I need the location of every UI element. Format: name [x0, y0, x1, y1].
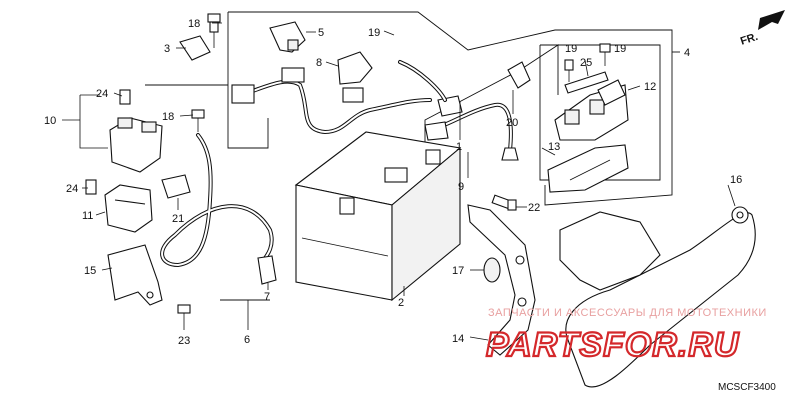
callout-13: 13	[548, 141, 560, 153]
screw-23[interactable]	[177, 304, 191, 330]
callout-24-top: 24	[96, 88, 108, 100]
callout-3: 3	[164, 43, 170, 55]
callout-22: 22	[528, 202, 540, 214]
fuse-24-top[interactable]	[119, 89, 131, 105]
main-harness[interactable]	[231, 60, 447, 135]
screw-19-left[interactable]	[564, 59, 574, 82]
callout-19-left: 19	[565, 43, 577, 55]
callout-7: 7	[264, 291, 270, 303]
screw-19-right[interactable]	[599, 43, 611, 66]
group-frame-4	[227, 11, 680, 206]
callout-10: 10	[44, 115, 56, 127]
relay-cover[interactable]	[104, 184, 153, 233]
terminal-cover-5[interactable]	[269, 21, 306, 53]
grommet[interactable]	[470, 257, 501, 283]
clamp-3[interactable]	[179, 35, 211, 61]
diagram-code: MCSCF3400	[718, 382, 776, 393]
callout-9: 9	[458, 181, 464, 193]
fuse-box[interactable]	[554, 79, 629, 141]
front-direction-label: FR.	[739, 31, 760, 48]
group-frame-6	[145, 84, 270, 301]
callout-11: 11	[82, 210, 93, 222]
callout-labels: 18 3 5 8 19 24 10 18 24 11 21 15 23 6 7 …	[44, 18, 742, 347]
leader-lines	[62, 22, 641, 341]
fuse-cover[interactable]	[547, 144, 629, 193]
callout-23: 23	[178, 335, 190, 347]
bolt-18-mid[interactable]	[191, 109, 205, 132]
fuse-link[interactable]	[564, 59, 609, 94]
callout-6: 6	[244, 334, 250, 346]
callout-19-right: 19	[614, 43, 626, 55]
battery-bracket[interactable]	[467, 204, 536, 356]
watermark-tagline: ЗАПЧАСТИ И АКСЕССУАРЫ ДЛЯ МОТОТЕХНИКИ	[488, 307, 767, 319]
relay-bracket[interactable]	[107, 244, 163, 306]
battery[interactable]	[294, 131, 462, 302]
group-frame-12	[539, 44, 661, 181]
callout-19-top: 19	[368, 27, 380, 39]
callout-15: 15	[84, 265, 96, 277]
front-arrow-icon	[758, 10, 785, 30]
callout-4: 4	[684, 47, 690, 59]
clamp-21[interactable]	[161, 174, 191, 210]
starter-relay[interactable]	[109, 117, 163, 173]
side-cover[interactable]	[559, 184, 756, 388]
positive-cable-6[interactable]	[160, 133, 277, 285]
watermark-brand: PARTSFOR.RU	[486, 326, 740, 364]
callout-16: 16	[730, 174, 742, 186]
terminal-cover-8[interactable]	[337, 51, 373, 85]
bolt-18-top[interactable]	[207, 13, 221, 48]
callout-5: 5	[318, 27, 324, 39]
callout-14: 14	[452, 333, 464, 345]
callout-20: 20	[506, 117, 518, 129]
fuse-24-lower[interactable]	[85, 179, 97, 195]
callout-25: 25	[580, 57, 592, 69]
callout-24-lower: 24	[66, 183, 78, 195]
callout-17: 17	[452, 265, 464, 277]
negative-cable[interactable]	[424, 102, 519, 161]
callout-18-top: 18	[188, 18, 200, 30]
callout-1: 1	[456, 141, 462, 153]
callout-18-mid: 18	[162, 111, 174, 123]
callout-2: 2	[398, 297, 404, 309]
watermark: ЗАПЧАСТИ И АКСЕССУАРЫ ДЛЯ МОТОТЕХНИКИ PA…	[485, 307, 767, 365]
callout-12: 12	[644, 81, 656, 93]
bolt-22[interactable]	[491, 194, 527, 211]
callout-8: 8	[316, 57, 322, 69]
callout-21: 21	[172, 213, 184, 225]
